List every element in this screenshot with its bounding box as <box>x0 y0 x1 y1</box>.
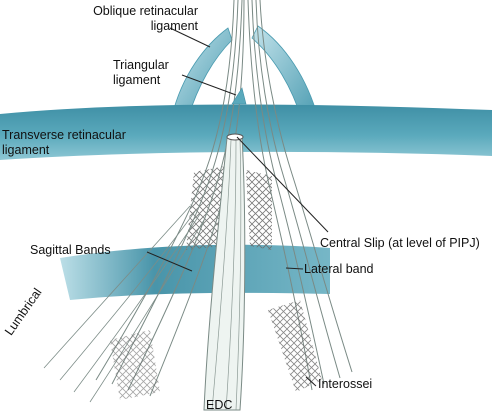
label-oblique-retinacular-ligament: Oblique retinacular ligament <box>93 4 198 33</box>
leader-lines <box>146 27 329 387</box>
triangular-ligament <box>231 87 247 105</box>
transverse-retinacular-ligament <box>0 104 492 160</box>
label-transverse-retinacular-ligament: Transverse retinacular ligament <box>2 128 126 157</box>
lumbrical-fibers <box>43 205 205 403</box>
label-triangular-ligament: Triangular ligament <box>113 58 169 87</box>
label-sagittal-bands: Sagittal Bands <box>30 243 111 257</box>
central-slip-fibers <box>211 137 242 411</box>
lumbrical-hatch <box>110 330 160 400</box>
sagittal-band <box>60 244 330 300</box>
central-slip-cut-end <box>226 133 244 141</box>
label-edc: EDC <box>206 398 233 412</box>
hatched-hood-right <box>246 170 272 250</box>
label-central-slip: Central Slip (at level of PIPJ) <box>320 236 480 250</box>
tendon-strands <box>95 0 353 397</box>
interossei-fibers <box>268 300 322 392</box>
label-interossei: Interossei <box>318 377 373 391</box>
central-slip <box>203 135 246 411</box>
label-lateral-band: Lateral band <box>304 262 374 276</box>
